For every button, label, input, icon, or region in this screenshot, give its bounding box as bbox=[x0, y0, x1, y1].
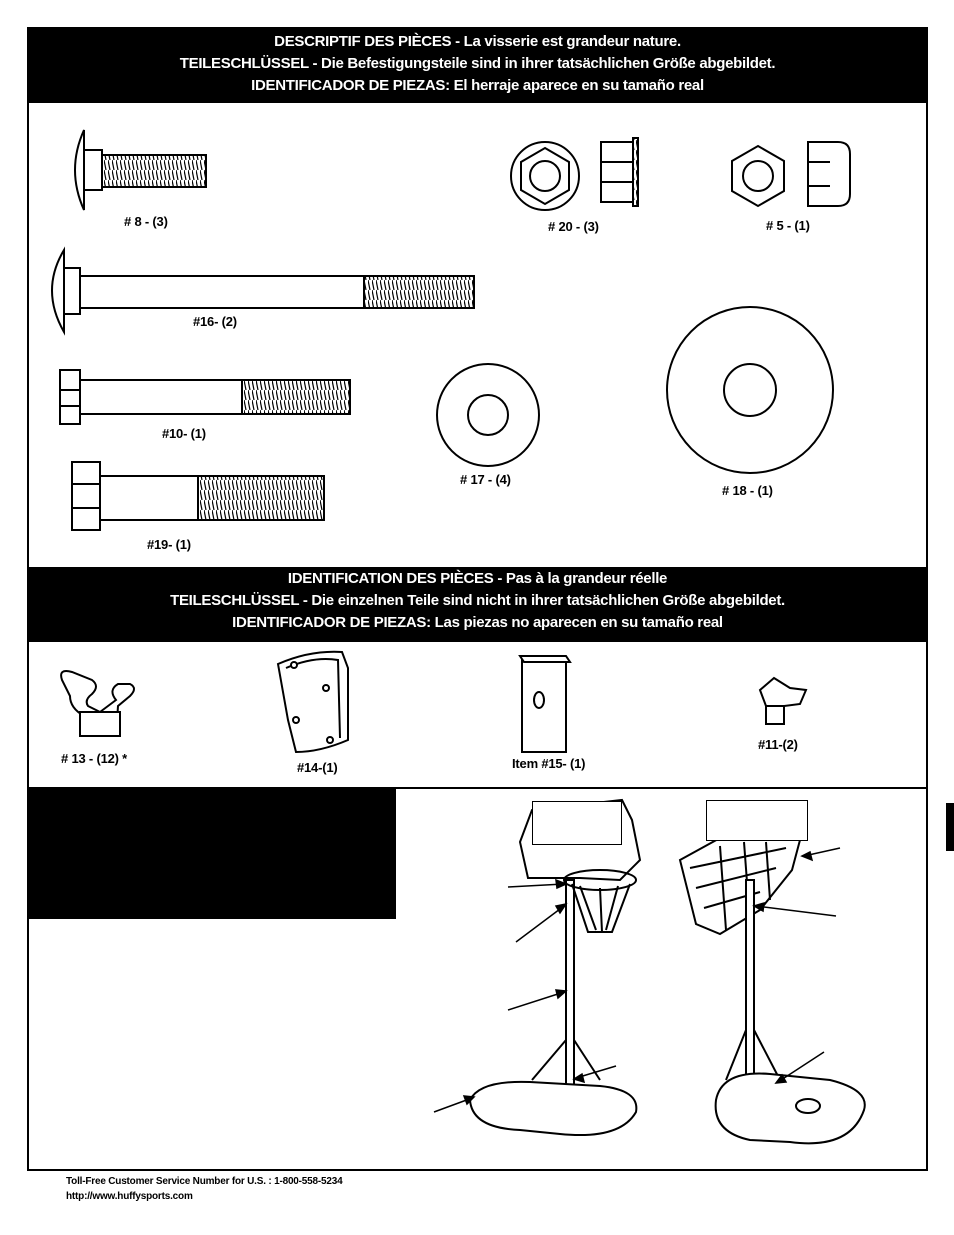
carriage-bolt-16-icon bbox=[51, 246, 475, 336]
customer-service-phone: Toll-Free Customer Service Number for U.… bbox=[66, 1176, 343, 1187]
label-box-right bbox=[706, 800, 808, 841]
hoop-assembly-side-icon bbox=[678, 836, 866, 1145]
hex-bolt-19-icon bbox=[71, 461, 325, 531]
hex-bolt-10-icon bbox=[59, 369, 351, 425]
bracket-14-icon bbox=[276, 650, 349, 754]
plate-15-icon bbox=[518, 655, 572, 753]
parts-header-line-fr: IDENTIFICATION DES PIÈCES - Pas à la gra… bbox=[287, 570, 668, 587]
clip-13-icon bbox=[60, 670, 135, 737]
part-20-label: # 20 - (3) bbox=[548, 219, 599, 234]
hoop-assembly-front-icon bbox=[468, 798, 642, 1137]
knob-11-icon bbox=[758, 676, 808, 725]
part-11-label: #11-(2) bbox=[758, 737, 798, 752]
hardware-header: DESCRIPTIF DES PIÈCES - La visserie est … bbox=[27, 27, 928, 103]
washer-17-icon bbox=[436, 363, 540, 467]
parts-header-line-es: IDENTIFICADOR DE PIEZAS: Las piezas no a… bbox=[232, 614, 723, 631]
black-title-box bbox=[27, 789, 396, 919]
part-18-label: # 18 - (1) bbox=[722, 483, 773, 498]
flange-nut-20-icon bbox=[510, 137, 639, 211]
hardware-header-line-de: TEILESCHLÜSSEL - Die Befestigungsteile s… bbox=[179, 55, 776, 72]
part-17-label: # 17 - (4) bbox=[460, 472, 511, 487]
side-tab-marker bbox=[946, 803, 954, 851]
part-5-label: # 5 - (1) bbox=[766, 218, 810, 233]
part-16-label: #16- (2) bbox=[193, 314, 237, 329]
part-14-label: #14-(1) bbox=[297, 760, 338, 775]
callout-arrows bbox=[433, 847, 841, 1113]
parts-header-line-de: TEILESCHLÜSSEL - Die einzelnen Teile sin… bbox=[170, 592, 785, 609]
part-10-label: #10- (1) bbox=[162, 426, 206, 441]
website-link[interactable]: http://www.huffysports.com bbox=[66, 1191, 193, 1202]
section-divider bbox=[27, 787, 928, 789]
hardware-header-line-fr: DESCRIPTIF DES PIÈCES - La visserie est … bbox=[274, 33, 681, 50]
part-13-label: # 13 - (12) * bbox=[61, 751, 128, 766]
washer-18-icon bbox=[666, 306, 834, 474]
part-8-label: # 8 - (3) bbox=[124, 214, 168, 229]
lock-nut-5-icon bbox=[731, 141, 851, 208]
parts-header: IDENTIFICATION DES PIÈCES - Pas à la gra… bbox=[27, 567, 928, 642]
part-19-label: #19- (1) bbox=[147, 537, 191, 552]
part-15-label: Item #15- (1) bbox=[512, 756, 586, 771]
hardware-header-line-es: IDENTIFICADOR DE PIEZAS: El herraje apar… bbox=[251, 77, 704, 94]
label-box-left bbox=[532, 801, 622, 845]
carriage-bolt-8-icon bbox=[74, 129, 207, 211]
